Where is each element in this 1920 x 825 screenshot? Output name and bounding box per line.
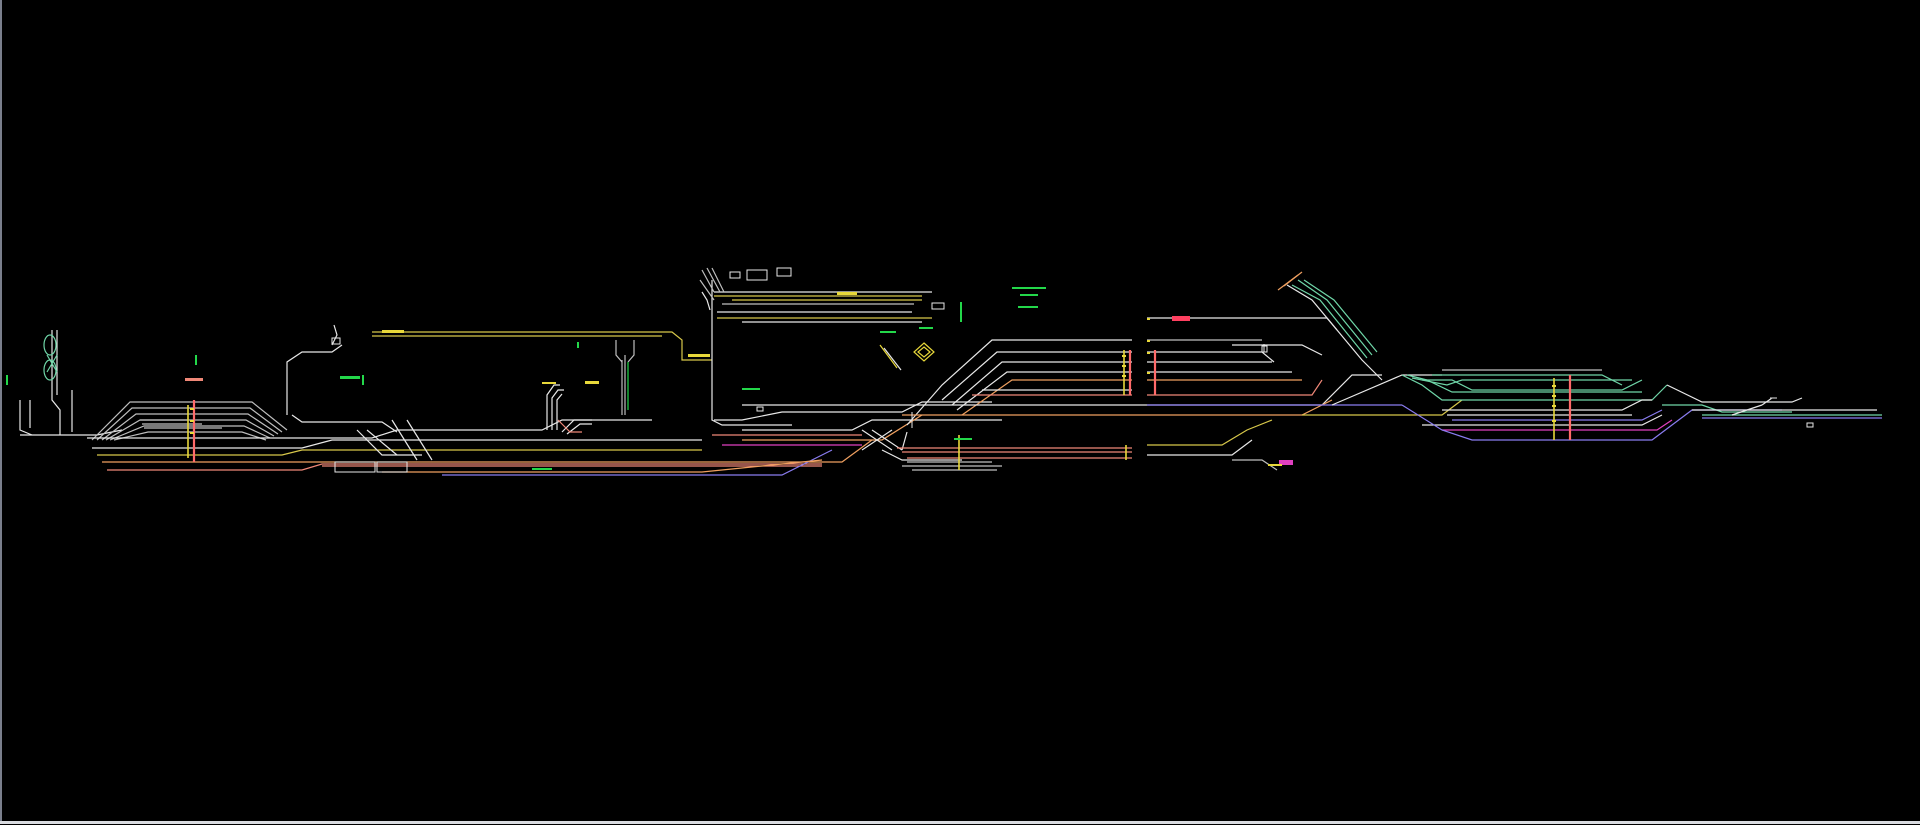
label-block [1279,460,1293,465]
left-terminal-tracks [19,330,123,436]
lower-mid-yard [881,447,1132,471]
central-crossovers [356,419,433,461]
label-block [954,438,972,440]
viewport-bottom-border [0,821,1920,824]
label-block [185,378,203,381]
label-block [837,292,857,295]
central-station-funnel [699,267,725,301]
building [931,302,945,310]
platform-markers-yellow [187,350,1555,470]
right-yard-tracks [1401,369,1782,441]
label-block [1018,306,1038,308]
central-station-stub [701,280,792,426]
viewport-left-border [0,0,2,824]
label-block [577,342,579,348]
label-block [1172,316,1190,321]
lower-right-connector [1147,419,1278,471]
label-block [362,375,364,385]
building [776,267,792,277]
label-block [382,330,404,333]
left-junction-loops [43,334,58,381]
building [334,461,376,473]
left-yard-tracks [91,401,288,441]
label-block [585,381,599,384]
diamond-marker [879,342,935,371]
middle-branch-pink [557,419,582,433]
label-block [919,327,933,329]
label-block [1012,287,1046,289]
y-marker [615,340,635,415]
building [331,337,341,345]
cursor-marker [911,344,1265,428]
platform-markers [192,350,1572,462]
label-block [688,354,710,357]
far-right-exit [1662,384,1882,419]
label-block [1268,464,1282,466]
label-block [340,376,360,379]
right-center-station [906,339,1323,426]
track-signals [190,318,1556,434]
building [729,271,741,279]
annotation-blocks [6,287,1293,470]
middle-branch-curls [546,384,592,435]
label-block [960,302,962,322]
label-block [195,355,197,365]
label-block [1020,294,1038,296]
upper-left-siding [286,324,398,433]
label-block [542,382,556,384]
label-block [6,375,8,385]
top-right-stub [1147,271,1383,381]
upper-long-track [372,331,712,361]
building [376,461,408,473]
long-mainline-right [742,374,1463,416]
label-block [742,388,760,390]
track-lines [19,267,1882,476]
building [746,269,768,281]
building [756,406,764,412]
building [1806,422,1814,428]
label-block [532,468,552,470]
central-station-tracks [714,291,932,323]
label-block [880,331,896,333]
